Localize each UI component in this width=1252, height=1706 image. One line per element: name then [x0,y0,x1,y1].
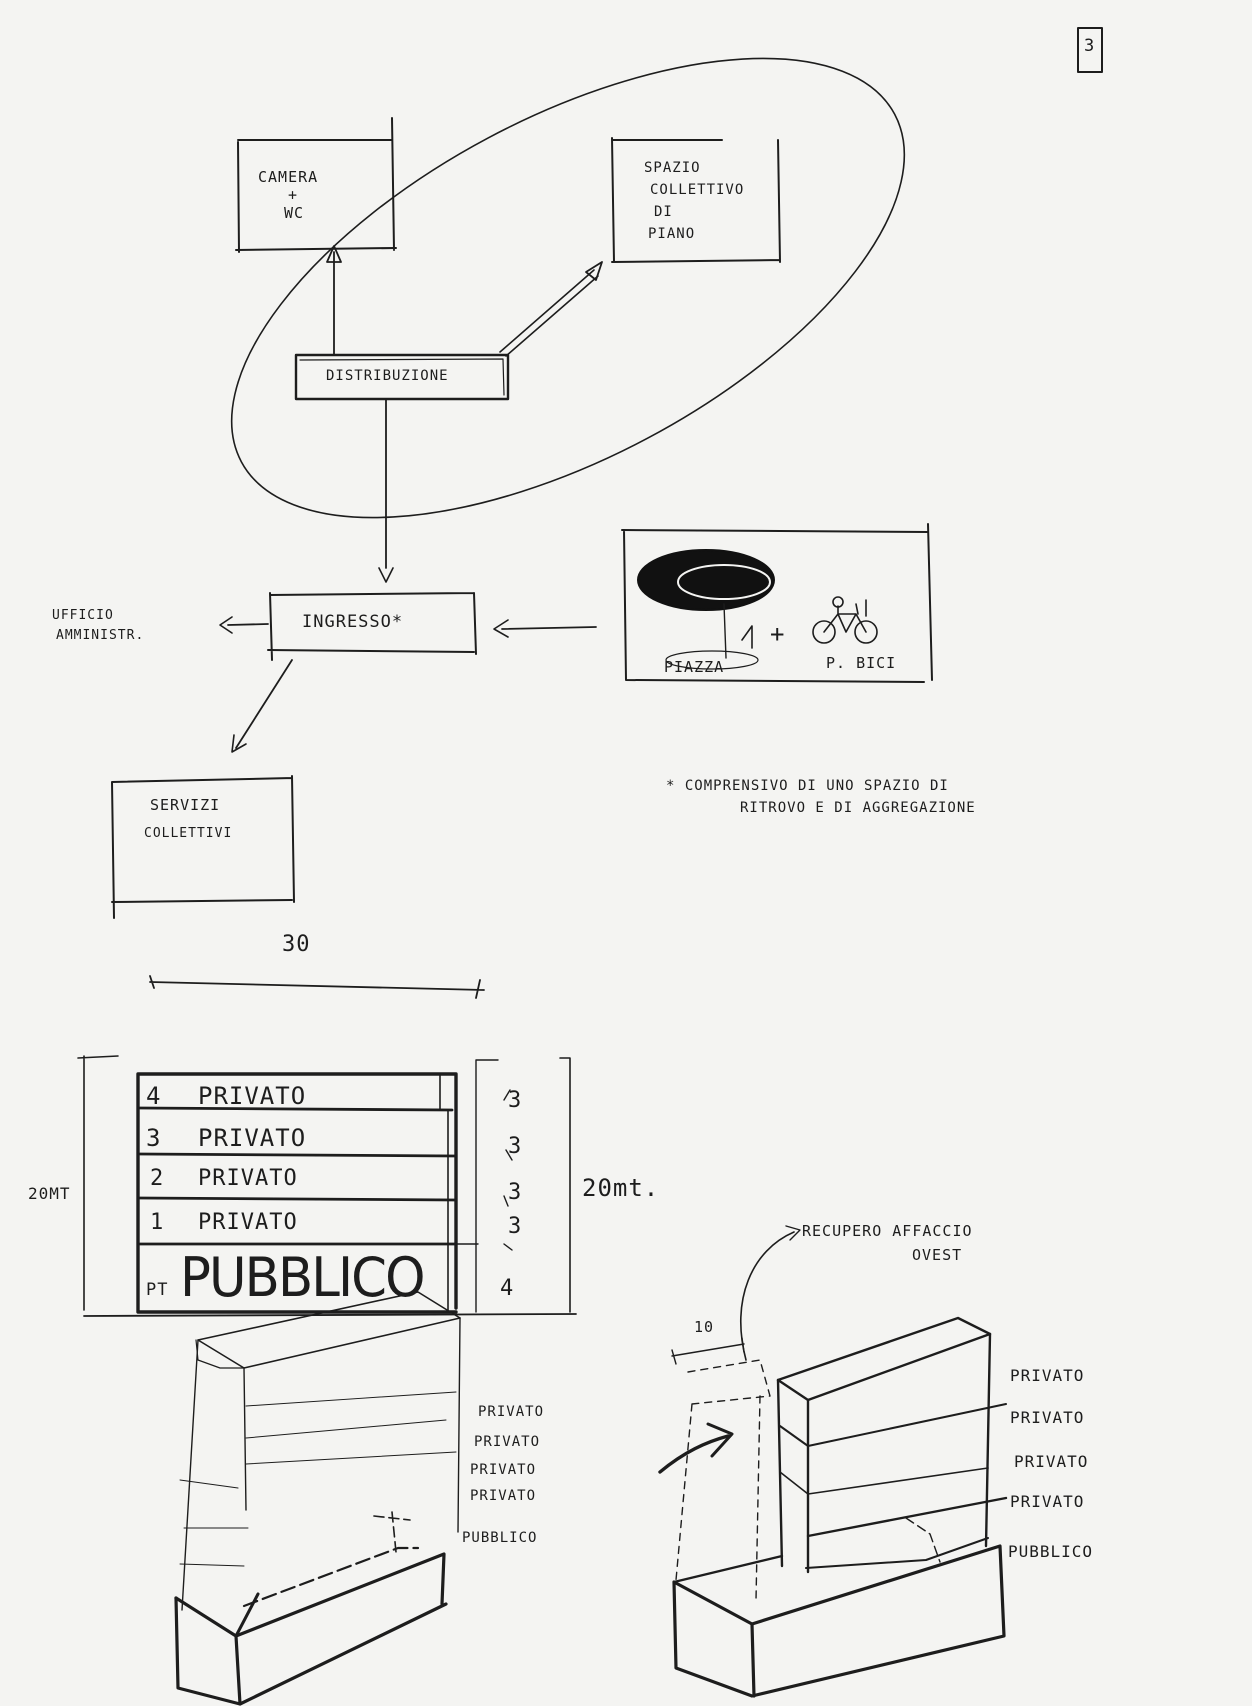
wc-label: WC [284,204,304,222]
height-floor-pt: 4 [500,1276,514,1301]
floor-number: 2 [150,1166,164,1191]
bici-label: P. BICI [826,654,896,672]
axo-left-label: PRIVATO [470,1488,536,1504]
ingresso-label: INGRESSO* [302,612,403,632]
recupero-label: RECUPERO AFFACCIO [802,1222,973,1240]
scale-bar [150,976,484,998]
ovest-label: OVEST [912,1246,962,1264]
arrow-from-piazza [502,627,596,629]
arrow-to-spazio [500,270,598,356]
axo-right-label: PRIVATO [1010,1492,1084,1511]
footnote-line1: * COMPRENSIVO DI UNO SPAZIO DI [666,778,949,794]
spazio-collettivo-box [612,138,780,262]
height-right-label: 20mt. [582,1174,659,1202]
floor-label: PRIVATO [198,1124,306,1152]
camera-plus: + [288,186,298,204]
distribuzione-label: DISTRIBUZIONE [326,368,449,384]
axo-right-label: PRIVATO [1014,1452,1088,1471]
collettivi-label: COLLETTIVI [144,826,232,841]
amministr-label: AMMINISTR. [56,628,144,643]
height-floor-2: 3 [508,1180,522,1205]
servizi-label: SERVIZI [150,796,220,814]
axo-left-label: PRIVATO [474,1434,540,1450]
floor-number: 1 [150,1210,164,1235]
floor-label: PRIVATO [198,1210,298,1235]
camera-label: CAMERA [258,168,318,186]
axo-right-label: PRIVATO [1010,1408,1084,1427]
axo-left [176,1292,460,1704]
height-left-label: 20MT [28,1184,71,1203]
piazza-label: PIAZZA [664,658,724,676]
piano-label: PIANO [648,226,695,242]
floor-label-pubblico: PUBBLICO [180,1246,424,1309]
dim-10-label: 10 [694,1318,714,1336]
axo-left-label: PRIVATO [478,1404,544,1420]
arrow-to-servizi [236,660,292,748]
floor-label: PRIVATO [198,1166,298,1191]
ufficio-label: UFFICIO [52,608,114,623]
height-floor-3: 3 [508,1134,522,1159]
piazza-tree-blob [638,550,774,610]
bicycle-icon [813,597,877,643]
axo-right-label: PUBBLICO [1008,1542,1093,1561]
height-floor-4: 3 [508,1088,522,1113]
collettivo-label: COLLETTIVO [650,182,744,198]
spazio-label: SPAZIO [644,160,701,176]
scale-label: 30 [282,932,311,957]
axo-right-label: PRIVATO [1010,1366,1084,1385]
axo-left-label: PRIVATO [470,1462,536,1478]
height-floor-1: 3 [508,1214,522,1239]
footnote-line2: RITROVO E DI AGGREGAZIONE [740,800,976,816]
floor-number: PT [146,1280,168,1300]
floor-number: 3 [146,1124,161,1152]
floor-label: PRIVATO [198,1082,306,1110]
page-number: 3 [1084,36,1095,56]
floor-number: 4 [146,1082,161,1110]
piazza-plus: + [770,620,785,648]
axo-right [660,1226,1006,1696]
floor-zone-ellipse [161,0,974,612]
axo-left-label: PUBBLICO [462,1530,537,1546]
di-label: DI [654,204,673,220]
arrow-to-ufficio [228,624,268,625]
